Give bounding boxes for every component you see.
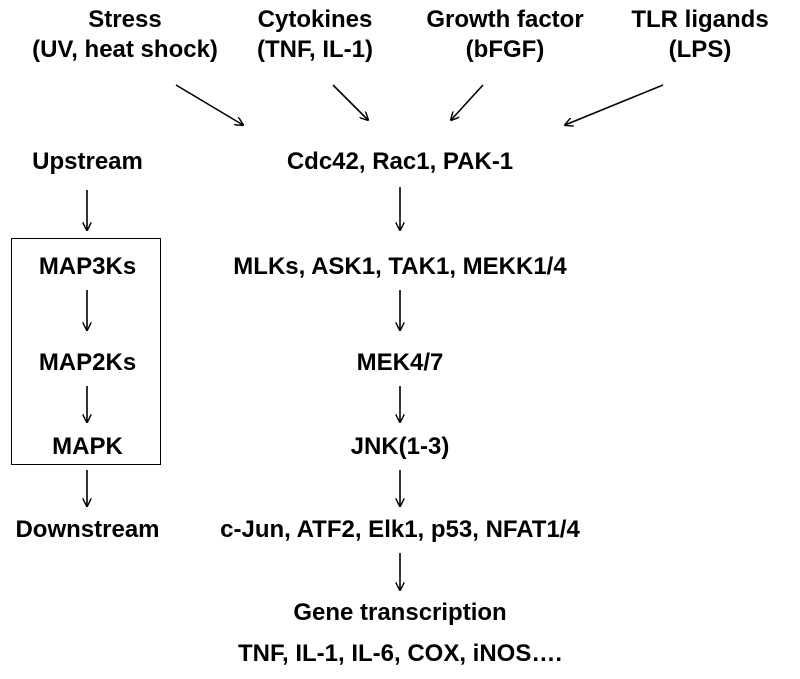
stimulus-tlr-ligands-detail: (LPS) [668,36,732,63]
pathway-mapk: JNK(1-3) [350,433,450,460]
legend-mapk: MAPK [52,433,123,460]
stimulus-stress: Stress (UV, heat shock) [0,5,250,65]
arrow-cytokines-to-upstream [332,84,368,120]
stimulus-cytokines-detail: (TNF, IL-1) [257,36,373,63]
stimulus-cytokines-title: Cytokines [257,6,373,33]
map-kinase-cascade-box [11,238,161,465]
arrow-growth-factor-to-upstream [451,84,484,120]
stimulus-cytokines: Cytokines (TNF, IL-1) [225,5,405,65]
pathway-map2k: MEK4/7 [356,349,444,376]
stimulus-growth-factor-title: Growth factor [426,6,584,33]
pathway-gene-transcription: Gene transcription [293,599,507,626]
arrow-tlr-ligands-to-upstream [565,84,664,125]
legend-downstream: Downstream [15,516,160,543]
pathway-upstream: Cdc42, Rac1, PAK-1 [286,148,514,175]
arrow-stress-to-upstream [175,84,243,125]
stimulus-tlr-ligands: TLR ligands (LPS) [610,5,790,65]
stimulus-growth-factor: Growth factor (bFGF) [400,5,610,65]
stimulus-stress-detail: (UV, heat shock) [32,36,218,63]
pathway-target-genes: TNF, IL-1, IL-6, COX, iNOS…. [237,640,563,667]
legend-map3ks: MAP3Ks [38,253,137,280]
legend-map2ks: MAP2Ks [38,349,137,376]
legend-upstream: Upstream [32,148,143,175]
pathway-map3k: MLKs, ASK1, TAK1, MEKK1/4 [233,253,567,280]
stimulus-growth-factor-detail: (bFGF) [465,36,545,63]
stimulus-stress-title: Stress [88,6,162,33]
stimulus-tlr-ligands-title: TLR ligands [631,6,769,33]
pathway-downstream: c-Jun, ATF2, Elk1, p53, NFAT1/4 [220,516,580,543]
